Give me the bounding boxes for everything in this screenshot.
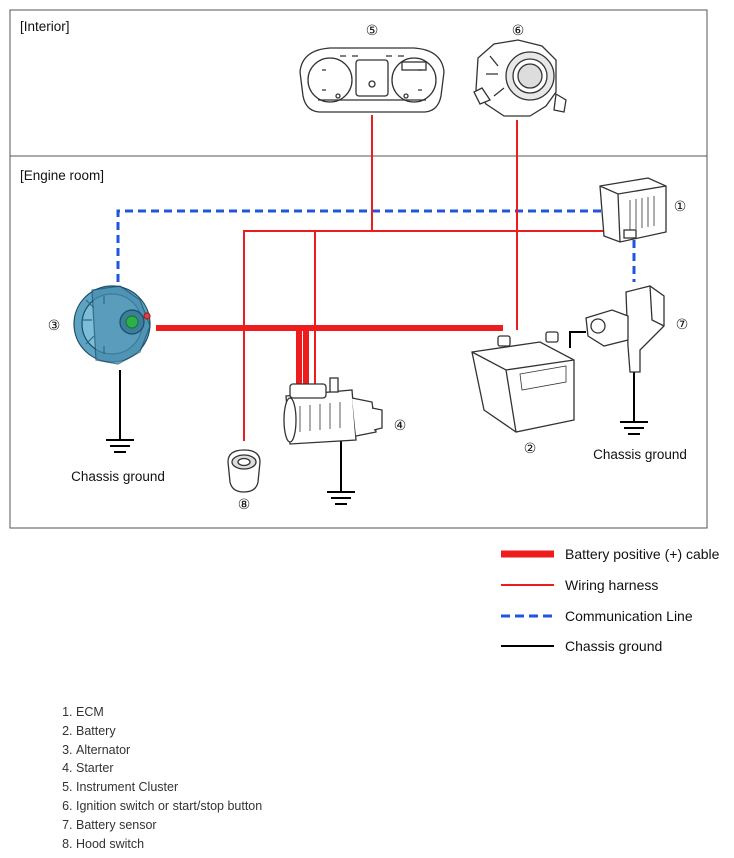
ground-symbol-starter — [327, 491, 355, 505]
legend-label-wiring-harness: Wiring harness — [565, 577, 658, 593]
parts-list-item: Starter — [76, 759, 262, 778]
communication-lines — [116, 209, 636, 282]
battery-icon — [471, 331, 575, 433]
alternator-icon — [73, 285, 151, 365]
callout-6: ⑥ — [512, 23, 525, 39]
legend-label-communication: Communication Line — [565, 608, 693, 624]
comm-line-alternator-ecm — [116, 209, 606, 282]
ground-lines — [106, 331, 648, 505]
callout-3: ③ — [48, 318, 61, 334]
callout-1: ① — [674, 199, 687, 215]
ground-symbol-alternator — [106, 439, 134, 453]
battery-sensor-icon — [585, 285, 665, 373]
callout-7: ⑦ — [676, 317, 689, 333]
battery-positive-cables — [156, 325, 503, 385]
callout-8: ⑧ — [238, 497, 251, 513]
legend: Battery positive (+) cable Wiring harnes… — [501, 546, 720, 654]
ground-symbol-sensor — [620, 421, 648, 435]
alternator-ground-label: Chassis ground — [71, 469, 165, 484]
legend-label-chassis-ground: Chassis ground — [565, 638, 662, 654]
hood-switch-icon — [227, 449, 261, 493]
instrument-cluster-icon — [299, 47, 445, 113]
parts-list-item: Battery — [76, 722, 262, 741]
legend-label-battery-positive: Battery positive (+) cable — [565, 546, 720, 562]
engine-room-label: [Engine room] — [20, 168, 104, 183]
parts-list-item: Instrument Cluster — [76, 778, 262, 797]
callout-4: ④ — [394, 418, 407, 434]
callout-5: ⑤ — [366, 23, 379, 39]
sensor-ground-label: Chassis ground — [593, 447, 687, 462]
start-stop-button-icon — [473, 39, 567, 117]
parts-list: ECM Battery Alternator Starter Instrumen… — [58, 703, 262, 853]
harness-hood-to-ecm — [243, 230, 606, 441]
engine-room-frame — [9, 155, 708, 529]
wiring-diagram: [Interior] [Engine room] — [9, 9, 720, 654]
parts-list-item: Ignition switch or start/stop button — [76, 797, 262, 816]
parts-list-item: Battery sensor — [76, 816, 262, 835]
ecm-icon — [599, 177, 667, 243]
starter-icon — [283, 377, 383, 445]
sensor-to-battery-lead — [569, 331, 586, 348]
parts-list-item: Hood switch — [76, 835, 262, 854]
parts-list-item: Alternator — [76, 741, 262, 760]
wiring-harness-lines — [243, 115, 606, 441]
parts-list-item: ECM — [76, 703, 262, 722]
callout-2: ② — [524, 441, 537, 457]
interior-label: [Interior] — [20, 19, 70, 34]
